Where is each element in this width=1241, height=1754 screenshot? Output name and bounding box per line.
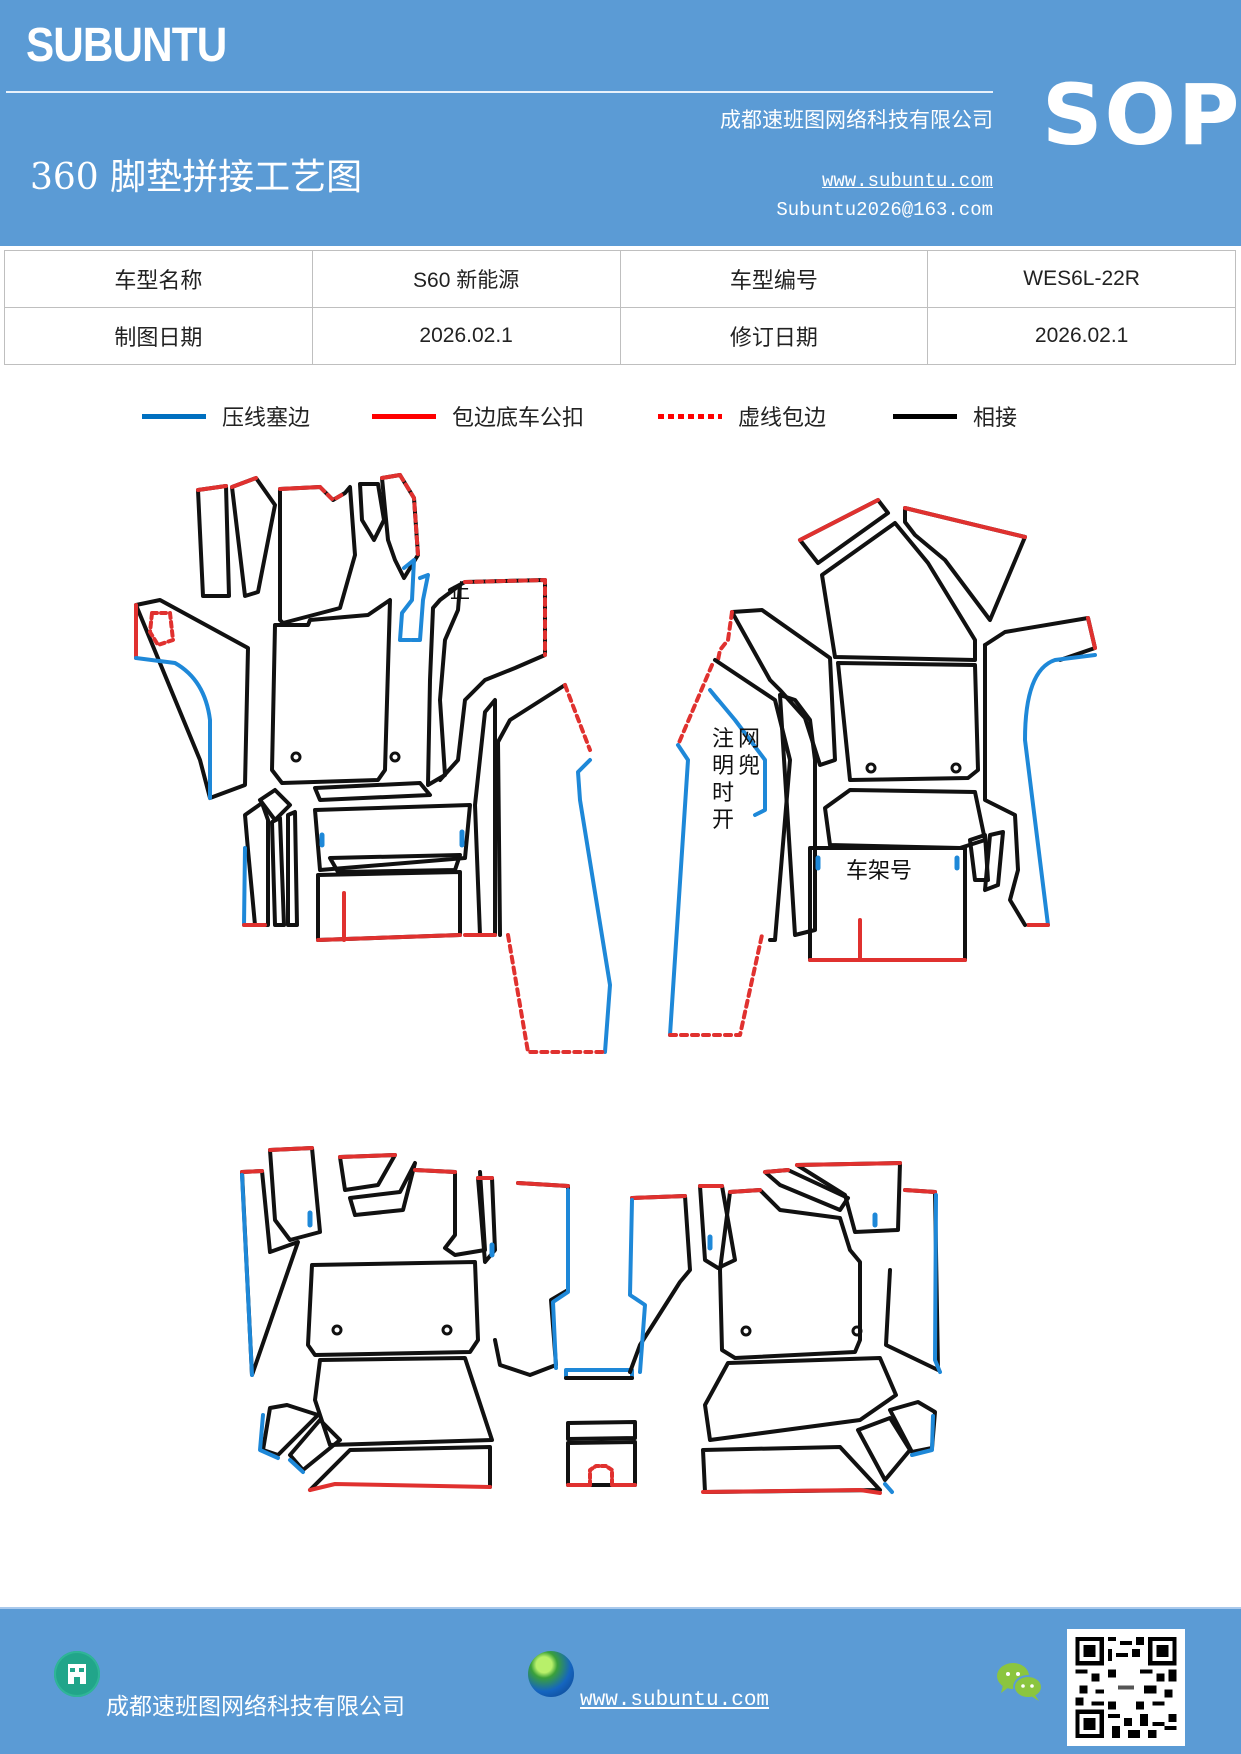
label-model-name: 车型名称 — [4, 250, 313, 308]
label-drawing-date: 制图日期 — [4, 307, 313, 365]
vehicle-info-table: 车型名称 S60 新能源 车型编号 WES6L-22R 制图日期 2026.02… — [4, 250, 1236, 365]
legend-item-edge-binding: 包边底车公扣 — [372, 400, 584, 432]
floor-mat-diagram: 止 — [0, 460, 1241, 1510]
svg-text:止: 止 — [450, 579, 470, 603]
legend-item-joint: 相接 — [893, 400, 1017, 432]
page-header: SUBUNTU 360 脚垫拼接工艺图 成都速班图网络科技有限公司 www.su… — [0, 0, 1241, 246]
legend-label: 压线塞边 — [222, 406, 311, 431]
page-footer: 成都速班图网络科技有限公司 www.subuntu.com — [0, 1607, 1241, 1754]
value-model-code: WES6L-22R — [927, 250, 1236, 308]
frame-number-note: 车架号 — [846, 859, 913, 884]
wechat-icon[interactable] — [995, 1661, 1045, 1703]
blue-line-swatch-icon — [142, 413, 206, 419]
website-link[interactable]: www.subuntu.com — [821, 170, 993, 192]
value-revision-date: 2026.02.1 — [927, 307, 1236, 365]
legend-label: 虚线包边 — [738, 406, 827, 431]
value-drawing-date: 2026.02.1 — [311, 307, 621, 365]
net-pocket-note-col1: 注 明 时 开 — [712, 727, 735, 833]
company-name: 成都速班图网络科技有限公司 — [720, 108, 993, 132]
email-address: Subuntu2026@163.com — [776, 199, 993, 221]
legend: 压线塞边 包边底车公扣 虚线包边 相接 — [0, 400, 1241, 440]
label-model-code: 车型编号 — [619, 250, 929, 308]
qr-code — [1067, 1629, 1185, 1746]
net-pocket-note-col2: 网 兜 — [738, 727, 761, 779]
building-icon — [54, 1651, 100, 1697]
brand-logo: SUBUNTU — [26, 19, 227, 72]
legend-label: 包边底车公扣 — [452, 406, 585, 431]
footer-company-name: 成都速班图网络科技有限公司 — [106, 1694, 405, 1720]
legend-label: 相接 — [973, 406, 1018, 431]
legend-item-dashed-binding: 虚线包边 — [658, 400, 826, 432]
footer-website-link[interactable]: www.subuntu.com — [580, 1689, 770, 1712]
page-title: 360 脚垫拼接工艺图 — [30, 157, 363, 198]
black-line-swatch-icon — [893, 413, 957, 419]
mat-pieces-drawing: 止 — [134, 473, 1097, 1495]
red-line-swatch-icon — [372, 413, 436, 419]
legend-item-press-line: 压线塞边 — [142, 400, 310, 432]
table-row: 车型名称 S60 新能源 车型编号 WES6L-22R — [4, 250, 1236, 308]
red-dotted-swatch-icon — [658, 413, 722, 419]
table-row: 制图日期 2026.02.1 修订日期 2026.02.1 — [4, 307, 1236, 365]
header-divider — [6, 91, 993, 93]
sop-badge: SOP — [1042, 66, 1241, 164]
value-model-name: S60 新能源 — [311, 250, 621, 308]
label-revision-date: 修订日期 — [619, 307, 929, 365]
globe-icon — [528, 1651, 574, 1697]
